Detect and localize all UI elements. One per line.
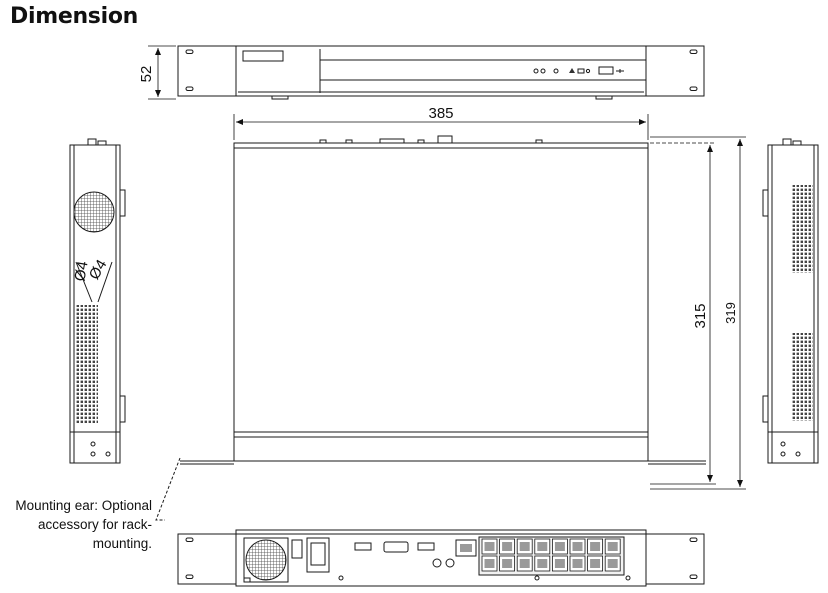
rj45-jack	[519, 542, 530, 551]
rj45-jack	[502, 559, 513, 568]
rj45-jack	[590, 559, 601, 568]
vent-diameter-label-a: Ø4	[71, 260, 91, 283]
front-view	[177, 45, 705, 100]
depth-body-dimension-label: 315	[692, 303, 709, 328]
rj45-jack	[572, 542, 583, 551]
rj45-jack	[590, 542, 601, 551]
left-side-view	[69, 138, 126, 464]
top-view	[180, 135, 706, 465]
dimension-lines	[148, 45, 746, 490]
right-side-view	[762, 138, 819, 464]
mounting-ear-callout: Mounting ear: Optional accessory for rac…	[15, 498, 152, 551]
rj45-jack	[554, 559, 565, 568]
height-dimension-label: 52	[138, 66, 155, 83]
rj45-jack	[519, 559, 530, 568]
rj45-jack	[572, 559, 583, 568]
rj45-jack	[484, 542, 495, 551]
depth-total-dimension-label: 319	[723, 302, 738, 324]
width-dimension-label: 385	[428, 105, 453, 122]
rj45-jack	[484, 559, 495, 568]
poe-port-array	[478, 536, 625, 576]
rj45-jack	[554, 542, 565, 551]
rj45-jack	[607, 542, 618, 551]
rj45-jack	[502, 542, 513, 551]
page-title: Dimension	[10, 4, 139, 29]
rear-view	[177, 529, 705, 587]
rj45-jack	[537, 559, 548, 568]
rj45-jack	[537, 542, 548, 551]
rj45-jack	[607, 559, 618, 568]
